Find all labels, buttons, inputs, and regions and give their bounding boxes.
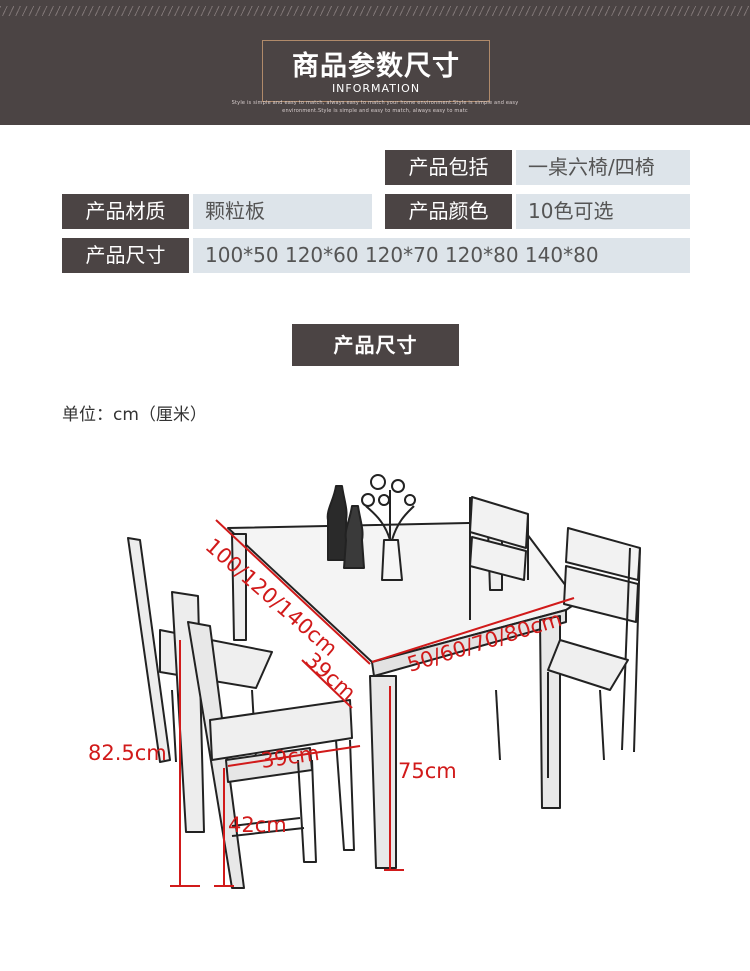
unit-note: 单位：cm（厘米）: [62, 405, 207, 425]
dim-seat-height: 42cm: [228, 813, 287, 837]
param-value-material: 颗粒板: [193, 194, 372, 229]
param-label-material: 产品材质: [62, 194, 189, 229]
title-frame: [262, 40, 490, 102]
banner-title: 商品参数尺寸: [292, 51, 460, 82]
param-label-includes: 产品包括: [385, 150, 512, 185]
dim-chair-height: 82.5cm: [88, 741, 167, 765]
param-value-size: 100*50 120*60 120*70 120*80 140*80: [193, 238, 690, 273]
param-label-size: 产品尺寸: [62, 238, 189, 273]
dim-seat-depth: 39cm: [301, 648, 361, 705]
furniture-diagram: 100/120/140cm 50/60/70/80cm 75cm 82.5cm …: [88, 474, 641, 889]
banner-tagline: Style is simple and easy to match, alway…: [231, 100, 519, 106]
param-value-includes: 一桌六椅/四椅: [516, 150, 690, 185]
dim-table-height: 75cm: [398, 759, 457, 783]
decorative-hatch: [0, 6, 750, 16]
sketch-lines: [127, 474, 641, 889]
header-banner: 商品参数尺寸 INFORMATION Style is simple and e…: [0, 0, 750, 125]
banner-tagline: environment.Style is simple and easy to …: [282, 108, 468, 114]
section-title: 产品尺寸: [292, 324, 459, 366]
banner-subtitle: INFORMATION: [331, 82, 421, 95]
param-value-color: 10色可选: [516, 194, 690, 229]
dimension-lines: [170, 519, 575, 887]
param-label-color: 产品颜色: [385, 194, 512, 229]
